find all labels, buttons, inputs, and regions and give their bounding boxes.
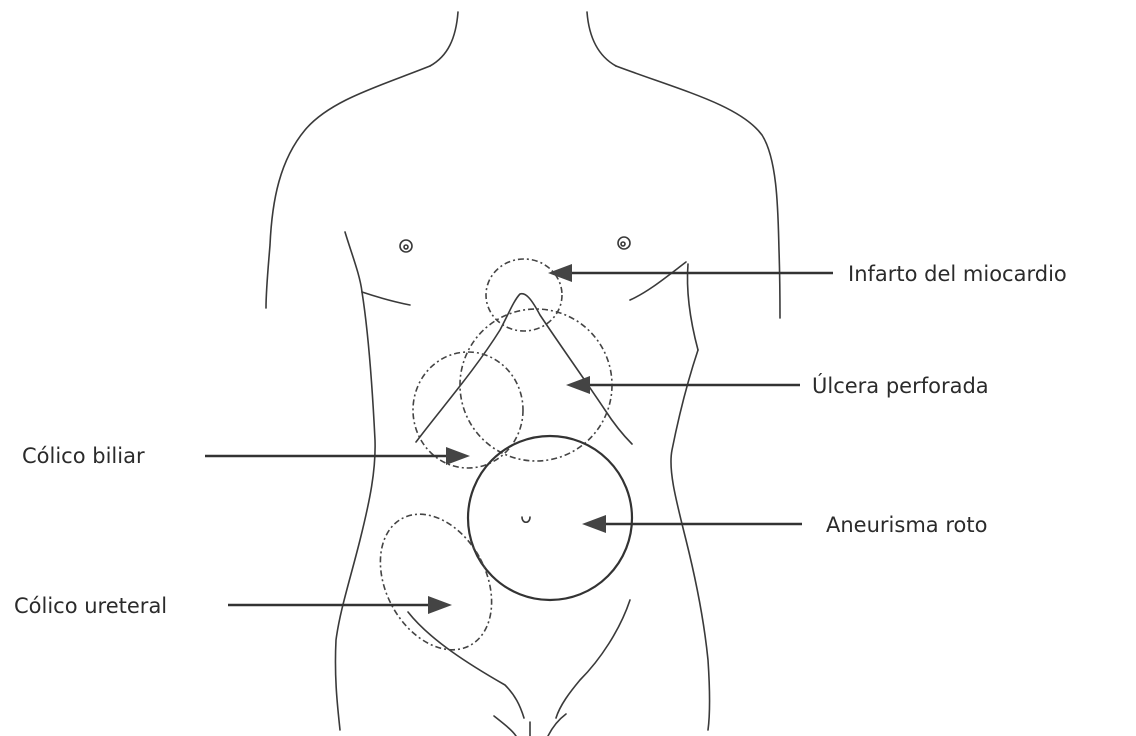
myocardial-infarction-arrow xyxy=(548,264,833,282)
perforated-ulcer-label: Úlcera perforada xyxy=(812,373,989,398)
perforated-ulcer-arrow xyxy=(566,376,800,394)
ureteral-colic-arrow xyxy=(228,596,452,614)
neck-left xyxy=(430,12,458,66)
ruptured-aneurysm-arrow xyxy=(582,515,802,533)
rib-cage-arch xyxy=(416,294,632,444)
ruptured-aneurysm-label: Aneurisma roto xyxy=(826,513,987,537)
left-shoulder-arm xyxy=(266,66,430,308)
left-groin xyxy=(408,612,524,718)
biliary-colic-arrow xyxy=(205,447,470,465)
right-groin xyxy=(556,600,630,718)
ureteral-colic-label: Cólico ureteral xyxy=(14,594,167,618)
navel-icon xyxy=(522,517,530,522)
ureteral-colic-region xyxy=(358,495,514,669)
genital-outline xyxy=(494,714,566,736)
right-nipple-icon xyxy=(618,237,630,249)
left-flank xyxy=(335,292,375,730)
biliary-colic-label: Cólico biliar xyxy=(22,444,145,468)
right-shoulder-arm xyxy=(616,66,780,318)
myocardial-infarction-label: Infarto del miocardio xyxy=(848,262,1067,286)
biliary-colic-region xyxy=(413,352,523,468)
ruptured-aneurysm-region xyxy=(468,436,632,600)
torso-outline xyxy=(266,12,780,736)
neck-right xyxy=(587,12,616,66)
left-armpit xyxy=(345,232,362,292)
left-pectoral-line xyxy=(362,292,410,305)
right-pectoral-line xyxy=(630,262,686,300)
right-armpit xyxy=(687,264,698,350)
left-nipple-icon xyxy=(400,240,412,252)
right-flank xyxy=(671,350,710,730)
